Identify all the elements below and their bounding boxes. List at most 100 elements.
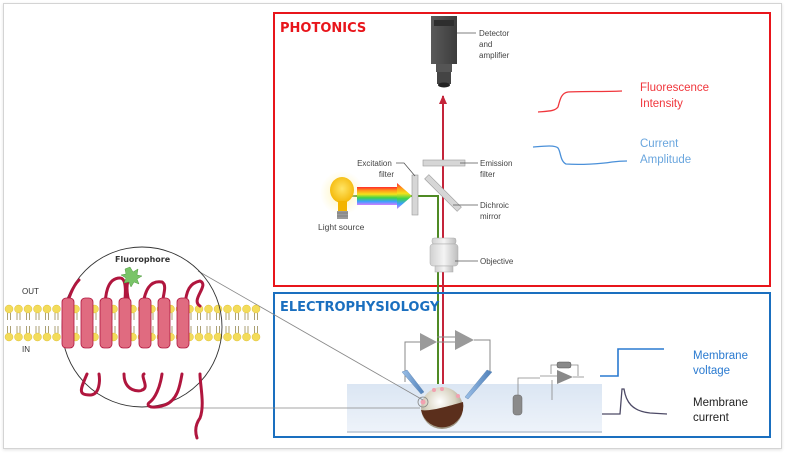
zoom-line-top <box>197 270 424 401</box>
transmembrane-helix <box>138 297 152 349</box>
emission-arrowhead <box>439 95 447 104</box>
transmembrane-helix <box>118 297 132 349</box>
lipid-tail <box>54 313 59 320</box>
lipid-head <box>42 332 52 342</box>
fluorophore-icon <box>120 266 143 288</box>
photonics-panel <box>273 12 771 287</box>
lipid-tail <box>92 326 97 333</box>
lipid-tail <box>197 326 201 333</box>
rainbow-beam <box>357 183 412 209</box>
lipid-head <box>213 332 223 342</box>
patch-clamp-amplifier-circuit <box>404 330 491 382</box>
lipid-head <box>33 304 42 314</box>
lipid-tail <box>235 313 239 320</box>
lipid-tail <box>254 326 258 333</box>
lipid-head <box>242 304 251 314</box>
lipid-tail <box>35 326 40 333</box>
in-label: IN <box>22 345 30 354</box>
lipid-tail <box>111 326 116 333</box>
transmembrane-helix <box>99 297 113 349</box>
lipid-tail <box>45 326 49 333</box>
emission-filter <box>422 159 466 167</box>
lipid-tail <box>54 326 59 333</box>
lipid-tail <box>16 326 21 333</box>
current-amplitude-label: Current Amplitude <box>640 138 691 166</box>
fluorescence-trace <box>537 90 623 113</box>
objective-label: Objective <box>480 257 514 266</box>
light-bulb-icon <box>320 171 364 219</box>
lipid-tail <box>244 313 249 320</box>
detector-camera-icon <box>431 16 457 88</box>
lipid-head <box>33 332 42 342</box>
lipid-tail <box>235 326 239 333</box>
lipid-tail <box>130 326 135 333</box>
light-source-label: Light source <box>318 222 365 232</box>
lipid-tail <box>92 313 97 320</box>
membrane-voltage-label: Membrane voltage <box>693 350 751 377</box>
lipid-tail <box>216 313 220 320</box>
lipid-head <box>23 304 33 314</box>
lipid-tail <box>35 313 40 320</box>
lipid-tail <box>225 326 230 333</box>
lipid-tail <box>7 326 11 333</box>
lipid-head <box>4 332 14 342</box>
lipid-head <box>251 332 261 342</box>
lipid-tail <box>197 313 201 320</box>
lipid-tail <box>26 313 30 320</box>
cell-icon <box>417 387 464 429</box>
lipid-tail <box>16 313 21 320</box>
lipid-tail <box>73 326 78 333</box>
lipid-head <box>204 332 213 342</box>
lipid-head <box>242 332 251 342</box>
lipid-head <box>232 332 242 342</box>
lipid-tail <box>225 313 230 320</box>
lipid-tail <box>244 326 249 333</box>
feedback-amplifier-circuit <box>540 361 584 400</box>
fluorescence-label: Fluorescence Intensity <box>640 82 712 110</box>
lipid-tail <box>7 313 11 320</box>
membrane-current-label: Membrane current <box>693 397 751 424</box>
lipid-tail <box>73 313 78 320</box>
electrophysiology-title: ELECTROPHYSIOLOGY <box>280 300 440 315</box>
ion-channel-protein <box>66 276 205 440</box>
lipid-tail <box>45 313 49 320</box>
electrophysiology-panel <box>273 292 771 438</box>
lipid-tail <box>26 326 30 333</box>
membrane-voltage-trace <box>600 348 664 377</box>
lipid-head <box>223 332 232 342</box>
figure-frame <box>3 3 782 449</box>
current-amplitude-trace <box>532 145 628 166</box>
objective-lens-icon <box>429 237 459 273</box>
dichroic-mirror-label: Dichroic mirror <box>480 201 511 221</box>
dichroic-mirror <box>424 174 462 212</box>
lipid-head <box>52 332 61 342</box>
transmembrane-helix <box>80 297 94 349</box>
fluorophore-label: Fluorophore <box>115 255 171 264</box>
lipid-tail <box>254 313 258 320</box>
lipid-head <box>4 304 14 314</box>
lipid-head <box>14 304 23 314</box>
out-label: OUT <box>22 287 39 296</box>
lipid-head <box>194 332 204 342</box>
lipid-head <box>42 304 52 314</box>
detector-label: Detector and amplifier <box>479 29 511 60</box>
lipid-head <box>251 304 261 314</box>
excitation-filter-label: Excitation filter <box>357 159 394 179</box>
lipid-tail <box>206 313 211 320</box>
pipette-right <box>464 369 493 400</box>
photonics-title: PHOTONICS <box>280 21 366 36</box>
transmembrane-helices <box>61 297 190 349</box>
lipid-tail <box>216 326 220 333</box>
lipid-head <box>23 332 33 342</box>
transmembrane-helix <box>176 297 190 349</box>
transmembrane-helix <box>157 297 171 349</box>
membrane-current-trace <box>602 388 668 415</box>
pipette-left <box>401 369 425 395</box>
lipid-tail <box>130 313 135 320</box>
lipid-head <box>14 332 23 342</box>
excitation-filter <box>411 174 419 216</box>
transmembrane-helix <box>61 297 75 349</box>
bath-electrode <box>512 394 523 416</box>
lipid-head <box>223 304 232 314</box>
